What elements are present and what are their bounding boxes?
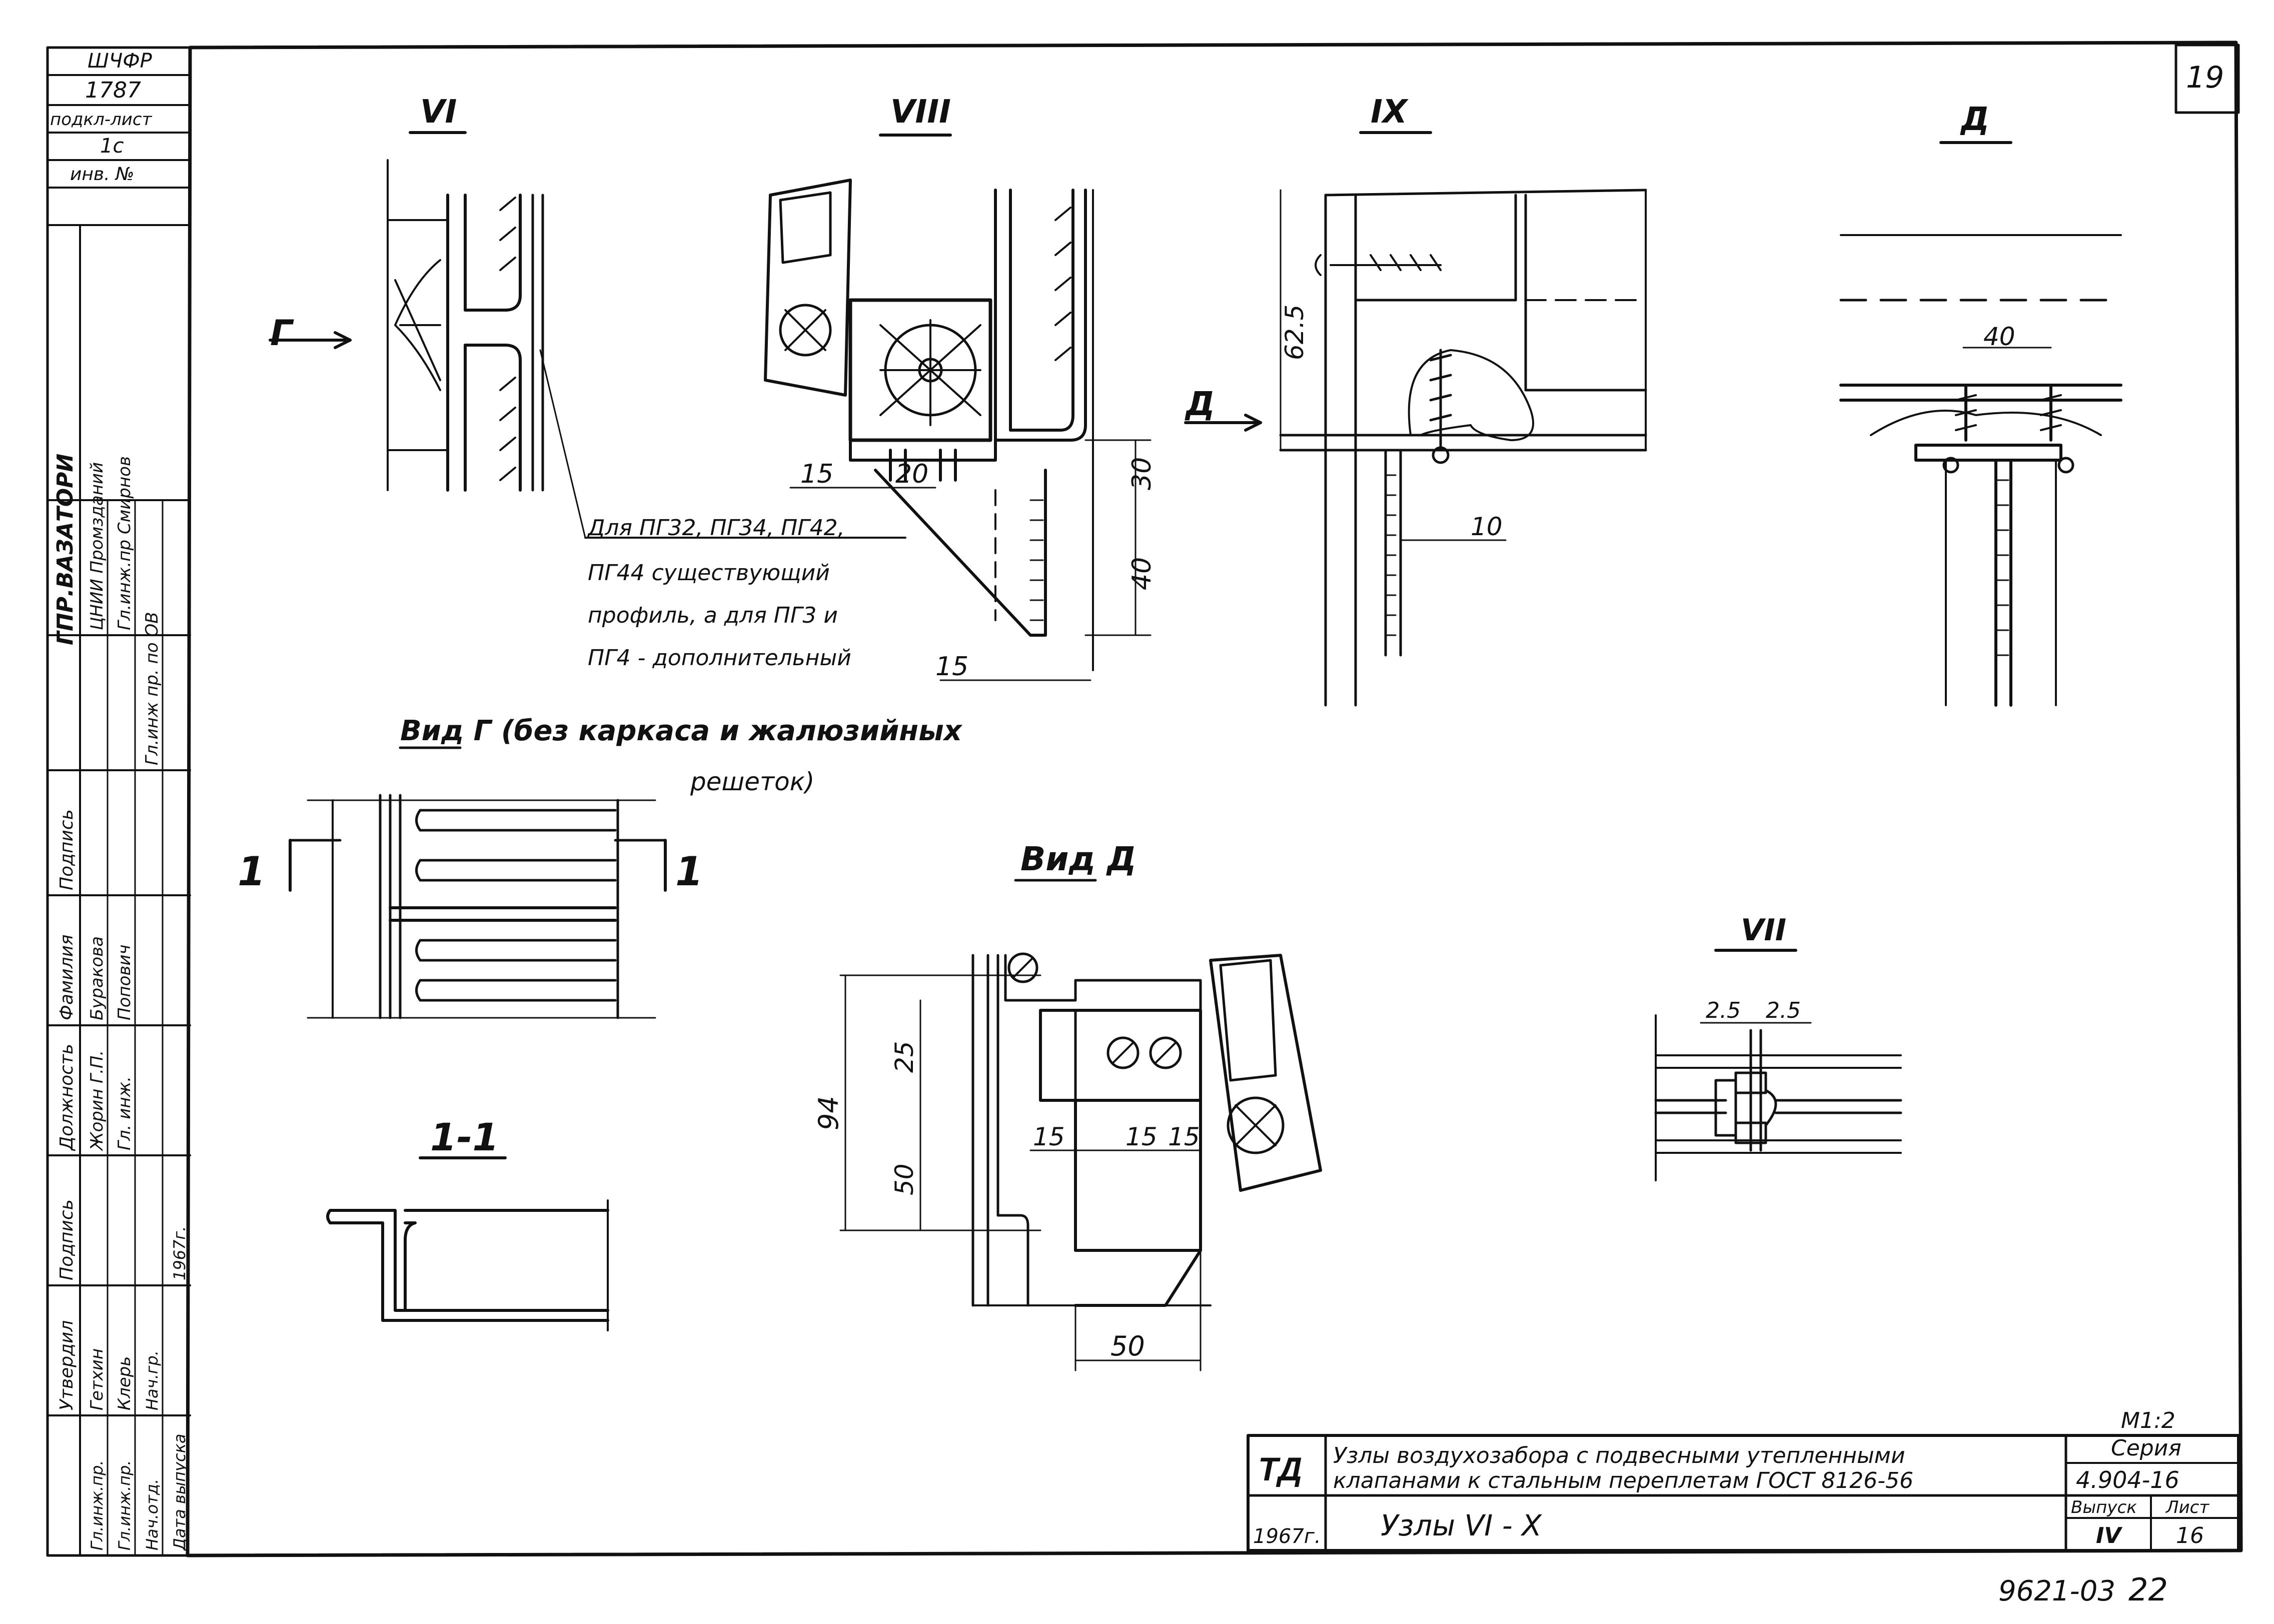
strip-line-4: 1с [100,135,124,158]
strip-person-1: Буракова [87,936,107,1020]
strip-sig-h5: Утвердил [57,1320,77,1410]
strip-inst-3: Гл.инж пр. по ОВ [142,612,162,765]
title-series-label: Серия [2111,1435,2181,1461]
dim-d-50v: 50 [890,1163,919,1195]
title-issue-value: IV [2096,1523,2122,1548]
dim-vii-2-5a: 2.5 [1706,998,1741,1023]
dim-ix-10: 10 [1471,512,1503,541]
title-line-1: Узлы воздухозабора с подвесными утепленн… [1333,1443,1905,1468]
node-viii: VIII 15 20 30 40 15 [764,94,1157,682]
note-line-1: Для ПГ32, ПГ34, ПГ42, [587,515,845,541]
dim-d-15e: 15 [1168,1122,1200,1151]
strip-inst-2: Гл.инж.пр Смирнов [115,456,135,630]
strip-line-3: подкл-лист [50,110,153,130]
strip-role-3: Нач.отд. [143,1479,162,1550]
arrow-g-label: Г [270,313,294,354]
node-vi: VI Г [269,94,586,539]
dim-x-40: 40 [1983,322,2015,351]
strip-role-4: Нач.гр. [143,1350,162,1410]
view-ix-title: IX [1371,94,1409,131]
arrow-d-label: Д [1185,385,1215,423]
dim-d-25: 25 [890,1041,919,1073]
title-org: ТД [1258,1450,1302,1487]
title-block: ТД Узлы воздухозабора с подвесными утепл… [1247,1434,2240,1552]
title-year: 1967г. [1253,1525,1321,1548]
strip-role-1: Гл.инж.пр. [88,1460,107,1550]
dim-d-15c: 15 [1033,1122,1065,1151]
title-line-2: клапанами к стальным переплетам ГОСТ 812… [1333,1468,1913,1493]
strip-person-3: Жорин Г.П. [87,1050,107,1151]
strip-sig-h3: Должность [57,1044,77,1151]
node-ix: IX 62.5 10 Д [1184,94,1647,707]
dim-d-94: 94 [813,1096,844,1130]
strip-ref-header: ГПР.ВАЗАТОРИ [53,454,78,645]
strip-sig-h1: Подпись [57,809,77,890]
dim-viii-40: 40 [1127,557,1157,590]
strip-sig-h2: Фамилия [57,934,77,1020]
title-list-value: 16 [2176,1523,2204,1548]
view-d: Вид Д 94 25 50 15 15 15 50 [813,840,1322,1371]
sheet-frame [46,41,2243,1557]
view-vii-title: VII [1741,913,1786,948]
view-x-title: Д [1960,101,1989,138]
view-g-title: Вид Г (без каркаса и жалюзийных [400,715,963,747]
section-1-left: 1 [238,848,266,895]
view-vi-title: VI [420,94,457,131]
section-1-1: 1-1 [326,1115,609,1331]
title-series-value: 4.904-16 [2076,1466,2179,1493]
sheet-doc-code: 9621-03 [1998,1575,2115,1607]
sheet-page-bottom: 22 [2128,1571,2168,1608]
dim-vii-2-5b: 2.5 [1766,998,1801,1023]
section-1-1-title: 1-1 [430,1115,499,1159]
strip-inst-1: ЦНИИ Промзданий [87,462,107,630]
strip-role-2: Гл.инж.пр. [115,1460,134,1550]
left-strip-table [47,74,191,1556]
strip-sig-h4: Подпись [57,1199,77,1280]
sheet-scale: М1:2 [2121,1408,2175,1433]
dim-viii-15a: 15 [800,459,833,489]
strip-line-2: 1787 [85,78,141,103]
dim-ix-62-5: 62.5 [1280,305,1309,360]
note-line-2: ПГ44 существующий [588,560,830,586]
section-1-right: 1 [675,848,703,895]
view-g: Вид Г (без каркаса и жалюзийных решеток)… [238,715,963,1019]
title-issue-label: Выпуск [2071,1497,2137,1517]
strip-year: 1967г. [170,1226,189,1280]
dim-viii-20: 20 [895,459,928,489]
view-g-title-2: решеток) [690,767,814,796]
strip-role-5: Дата выпуска [170,1433,189,1551]
strip-person-4: Гл. инж. [115,1076,135,1150]
note-line-3: профиль, а для ПГ3 и [588,603,838,628]
node-x: Д 40 [1839,101,2122,707]
strip-person-5: Гетхин [87,1348,107,1410]
left-strip-texts: ШЧФР 1787 подкл-лист 1с инв. № ГПР.ВАЗАТ… [50,50,189,1551]
dim-viii-30: 30 [1127,457,1157,490]
node-vii: VII 2.5 2.5 [1654,913,1902,1181]
title-sheet-title: Узлы VI - X [1381,1508,1542,1542]
sheet-number-top: 19 [2186,60,2224,95]
note-block: Для ПГ32, ПГ34, ПГ42, ПГ44 существующий … [584,515,906,671]
view-d-title: Вид Д [1020,840,1136,878]
dim-viii-15b: 15 [935,652,968,682]
title-list-label: Лист [2165,1497,2209,1517]
strip-line-1: ШЧФР [88,50,153,73]
strip-line-5: инв. № [70,164,134,185]
note-line-4: ПГ4 - дополнительный [588,645,851,671]
dim-d-50h: 50 [1110,1330,1145,1362]
dim-d-15d: 15 [1125,1122,1158,1151]
strip-person-6: Клерь [115,1356,135,1410]
view-viii-title: VIII [890,94,951,131]
strip-person-2: Попович [115,944,135,1020]
